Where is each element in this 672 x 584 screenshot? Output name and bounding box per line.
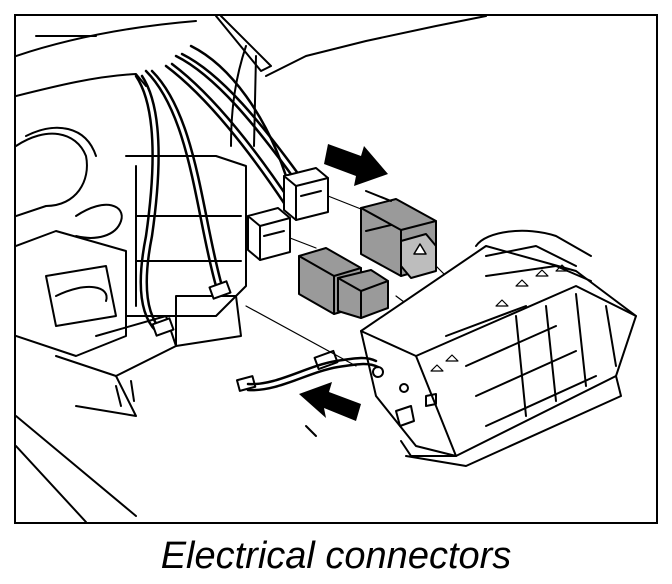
small-connector bbox=[208, 280, 232, 300]
panel-cable bbox=[246, 356, 380, 392]
dashboard-trim bbox=[16, 16, 487, 147]
harness-plugs bbox=[247, 167, 329, 261]
direction-arrows bbox=[299, 144, 388, 421]
switch-connectors bbox=[298, 198, 437, 319]
small-connector bbox=[235, 375, 257, 392]
inline-connectors bbox=[151, 280, 339, 392]
small-connector bbox=[151, 317, 175, 337]
figure-caption: Electrical connectors bbox=[160, 535, 512, 577]
arrow-left-icon bbox=[299, 382, 361, 421]
plug-upper bbox=[283, 167, 329, 221]
connector-illustration bbox=[16, 16, 637, 522]
diagram-frame bbox=[14, 14, 658, 524]
wire-harness bbox=[134, 44, 304, 333]
mounting-bracket bbox=[16, 126, 247, 522]
hazard-triangle-icon bbox=[413, 243, 427, 255]
arrow-right-icon bbox=[324, 144, 388, 186]
vent-panel-assembly bbox=[360, 229, 637, 467]
switch-connector-upper bbox=[360, 198, 437, 279]
switch-connector-lower bbox=[298, 247, 389, 319]
plug-lower bbox=[247, 207, 291, 261]
